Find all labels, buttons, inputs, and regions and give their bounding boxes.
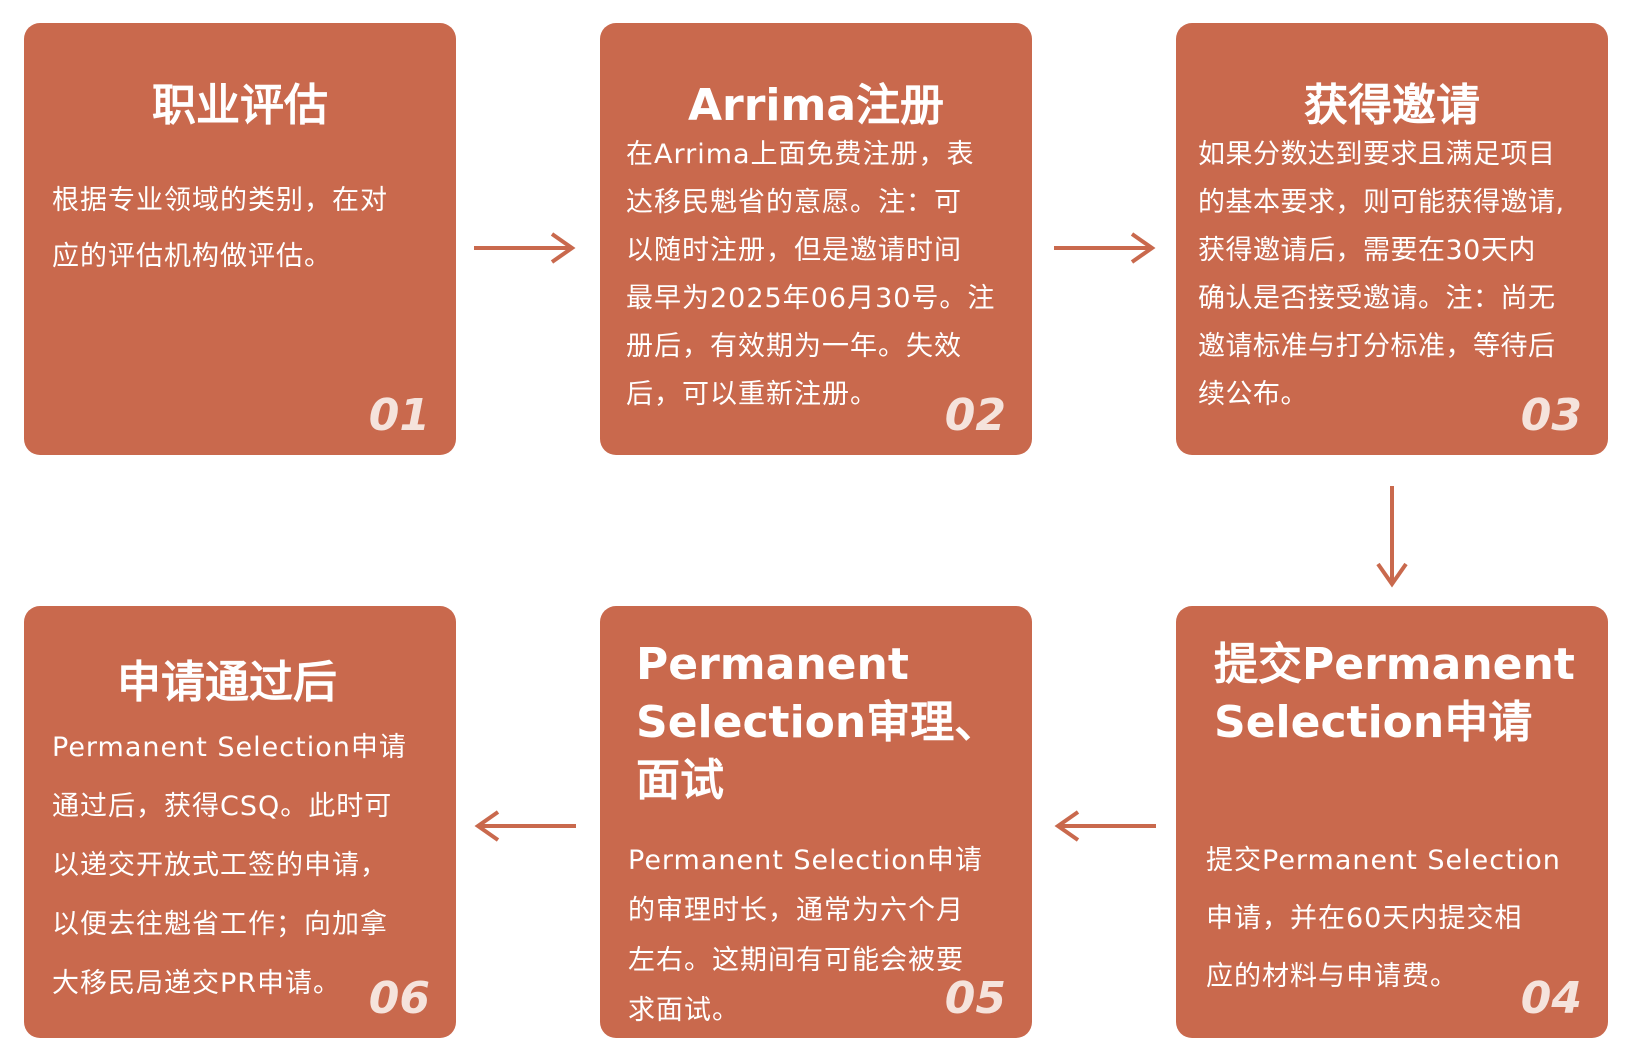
step-title: 获得邀请 bbox=[1304, 80, 1480, 131]
step-title: 提交Permanent Selection申请 bbox=[1214, 636, 1604, 752]
step-card-06: 申请通过后 Permanent Selection申请 通过后，获得CSQ。此时… bbox=[24, 606, 456, 1038]
step-number: 03 bbox=[1520, 390, 1582, 441]
desc-line: 后，可以重新注册。 bbox=[626, 379, 878, 410]
step-number: 05 bbox=[944, 973, 1006, 1024]
arrow-right-icon bbox=[1054, 232, 1156, 264]
desc-line: 以便去往魁省工作；向加拿 bbox=[52, 909, 388, 940]
step-description: 提交Permanent Selection 申请，并在60天内提交相 应的材料与… bbox=[1206, 832, 1602, 1006]
step-card-02: Arrima注册 在Arrima上面免费注册，表 达移民魁省的意愿。注：可 以随… bbox=[600, 23, 1032, 455]
step-description: Permanent Selection申请 通过后，获得CSQ。此时可 以递交开… bbox=[52, 718, 452, 1013]
step-title: 职业评估 bbox=[152, 80, 328, 131]
step-number: 01 bbox=[368, 390, 430, 441]
desc-line: 求面试。 bbox=[628, 995, 740, 1026]
step-description: Permanent Selection申请 的审理时长，通常为六个月 左右。这期… bbox=[628, 836, 1024, 1036]
desc-line: 邀请标准与打分标准，等待后 bbox=[1198, 331, 1556, 362]
desc-line: 应的评估机构做评估。 bbox=[52, 241, 332, 272]
step-card-01: 职业评估 根据专业领域的类别，在对 应的评估机构做评估。 01 bbox=[24, 23, 456, 455]
step-number: 06 bbox=[368, 973, 430, 1024]
desc-line: 应的材料与申请费。 bbox=[1206, 961, 1458, 992]
desc-line: 获得邀请后，需要在30天内 bbox=[1198, 235, 1536, 266]
desc-line: 大移民局递交PR申请。 bbox=[52, 968, 342, 999]
desc-line: 在Arrima上面免费注册，表 bbox=[626, 139, 975, 170]
step-description: 根据专业领域的类别，在对 应的评估机构做评估。 bbox=[52, 173, 442, 285]
step-number: 02 bbox=[944, 390, 1006, 441]
desc-line: 最早为2025年06月30号。注 bbox=[626, 283, 996, 314]
desc-line: 申请，并在60天内提交相 bbox=[1206, 903, 1523, 934]
step-description: 在Arrima上面免费注册，表 达移民魁省的意愿。注：可 以随时注册，但是邀请时… bbox=[626, 131, 1026, 419]
arrow-right-icon bbox=[474, 232, 576, 264]
title-line: 面试 bbox=[636, 755, 724, 806]
step-card-05: Permanent Selection审理、 面试 Permanent Sele… bbox=[600, 606, 1032, 1038]
step-title: Arrima注册 bbox=[687, 80, 945, 131]
desc-line: 续公布。 bbox=[1198, 379, 1308, 410]
title-line: 提交Permanent bbox=[1214, 639, 1575, 690]
desc-line: 以随时注册，但是邀请时间 bbox=[626, 235, 962, 266]
arrow-left-icon bbox=[1054, 810, 1156, 842]
step-card-04: 提交Permanent Selection申请 提交Permanent Sele… bbox=[1176, 606, 1608, 1038]
desc-line: 确认是否接受邀请。注：尚无 bbox=[1198, 283, 1556, 314]
step-title: 申请通过后 bbox=[117, 657, 337, 708]
desc-line: 通过后，获得CSQ。此时可 bbox=[52, 791, 393, 822]
arrow-down-icon bbox=[1376, 486, 1408, 588]
desc-line: 达移民魁省的意愿。注：可 bbox=[626, 187, 962, 218]
title-line: Selection申请 bbox=[1214, 697, 1533, 748]
desc-line: Permanent Selection申请 bbox=[628, 845, 983, 876]
desc-line: 根据专业领域的类别，在对 bbox=[52, 185, 388, 216]
desc-line: 提交Permanent Selection bbox=[1206, 845, 1561, 876]
desc-line: 的基本要求，则可能获得邀请, bbox=[1198, 187, 1565, 218]
desc-line: 的审理时长，通常为六个月 bbox=[628, 895, 964, 926]
desc-line: 册后，有效期为一年。失效 bbox=[626, 331, 962, 362]
desc-line: 以递交开放式工签的申请， bbox=[52, 850, 388, 881]
desc-line: Permanent Selection申请 bbox=[52, 732, 407, 763]
desc-line: 左右。这期间有可能会被要 bbox=[628, 945, 964, 976]
title-line: Permanent bbox=[636, 639, 909, 690]
title-line: Selection审理、 bbox=[636, 697, 999, 748]
step-title: Permanent Selection审理、 面试 bbox=[636, 636, 1026, 810]
step-number: 04 bbox=[1520, 973, 1582, 1024]
arrow-left-icon bbox=[474, 810, 576, 842]
step-description: 如果分数达到要求且满足项目 的基本要求，则可能获得邀请, 获得邀请后，需要在30… bbox=[1198, 131, 1608, 419]
step-card-03: 获得邀请 如果分数达到要求且满足项目 的基本要求，则可能获得邀请, 获得邀请后，… bbox=[1176, 23, 1608, 455]
desc-line: 如果分数达到要求且满足项目 bbox=[1198, 139, 1556, 170]
